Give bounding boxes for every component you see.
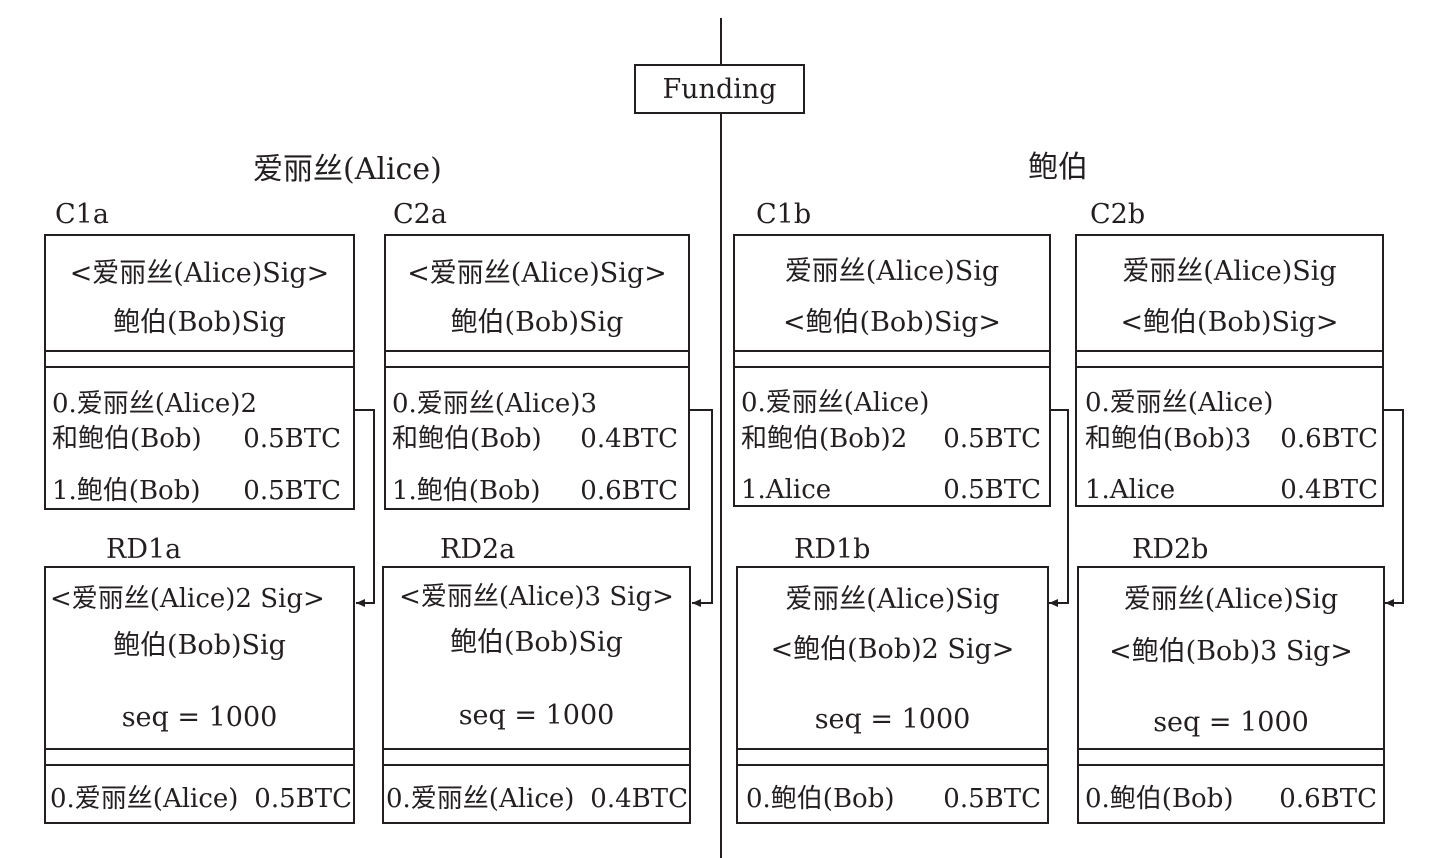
c2b-box: 爱丽丝(Alice)Sig <鲍伯(Bob)Sig> 0.爱丽丝(Alice) … xyxy=(1075,234,1384,507)
c2b-output1-label: 1.Alice xyxy=(1085,475,1176,505)
c2b-output0-line2: 和鲍伯(Bob)3 xyxy=(1085,424,1252,454)
c1b-sig-bob: <鲍伯(Bob)Sig> xyxy=(782,307,1002,338)
rd2a-output-amount: 0.4BTC xyxy=(590,784,688,814)
rd1b-sig-bob: <鲍伯(Bob)2 Sig> xyxy=(770,634,1015,665)
c1b-output0-line1: 0.爱丽丝(Alice) xyxy=(741,388,930,418)
c1b-output0-amount: 0.5BTC xyxy=(943,424,1041,454)
rd1b-output-amount: 0.5BTC xyxy=(943,784,1041,814)
rd2a-sig-bob: 鲍伯(Bob)Sig xyxy=(450,627,623,658)
c1b-output1-label: 1.Alice xyxy=(741,475,832,505)
c1b-sig-alice: 爱丽丝(Alice)Sig xyxy=(784,256,1000,287)
c1a-output1-amount: 0.5BTC xyxy=(243,476,341,506)
rd1a-sig-bob: 鲍伯(Bob)Sig xyxy=(113,630,286,661)
rd2b-sig-bob: <鲍伯(Bob)3 Sig> xyxy=(1109,636,1353,667)
rd1a-divider-bottom xyxy=(46,764,353,766)
rd1b-output-label: 0.鲍伯(Bob) xyxy=(746,784,895,814)
c2b-title: C2b xyxy=(1090,199,1146,230)
c1b-divider-top xyxy=(735,350,1049,352)
funding-label: Funding xyxy=(662,74,777,105)
rd1a-sig-alice: <爱丽丝(Alice)2 Sig> xyxy=(50,584,325,614)
rd2a-output-label: 0.爱丽丝(Alice) xyxy=(386,784,575,814)
c2a-divider-bottom xyxy=(386,366,688,368)
c2b-output0-line1: 0.爱丽丝(Alice) xyxy=(1085,388,1274,418)
c2a-output1-amount: 0.6BTC xyxy=(580,476,678,506)
c2a-output0-amount: 0.4BTC xyxy=(580,424,678,454)
c1b-title: C1b xyxy=(756,199,812,230)
c1a-output1-label: 1.鲍伯(Bob) xyxy=(52,476,201,506)
c1a-sig-alice: <爱丽丝(Alice)Sig> xyxy=(69,258,330,289)
c2a-output0-line2: 和鲍伯(Bob) xyxy=(392,424,542,454)
rd1a-output-amount: 0.5BTC xyxy=(254,784,352,814)
c1b-output0-line2: 和鲍伯(Bob)2 xyxy=(741,424,908,454)
rd2b-output-amount: 0.6BTC xyxy=(1279,784,1377,814)
rd1a-title: RD1a xyxy=(106,534,182,565)
rd1a-box: <爱丽丝(Alice)2 Sig> 鲍伯(Bob)Sig seq = 1000 … xyxy=(44,566,355,824)
c2a-sig-alice: <爱丽丝(Alice)Sig> xyxy=(407,258,667,289)
rd1b-divider-top xyxy=(738,748,1047,750)
c2a-divider-top xyxy=(386,350,688,352)
c1a-output0-line1: 0.爱丽丝(Alice)2 xyxy=(52,389,257,419)
rd2b-output-label: 0.鲍伯(Bob) xyxy=(1085,784,1234,814)
rd2a-seq: seq = 1000 xyxy=(458,700,615,731)
bob-header: 鲍伯 xyxy=(1028,150,1088,185)
funding-box: Funding xyxy=(634,64,805,114)
alice-header: 爱丽丝(Alice) xyxy=(253,152,442,187)
rd1b-sig-alice: 爱丽丝(Alice)Sig xyxy=(785,584,1000,615)
c2a-output0-line1: 0.爱丽丝(Alice)3 xyxy=(392,389,597,419)
c1a-output0-amount: 0.5BTC xyxy=(243,424,341,454)
rd1a-seq: seq = 1000 xyxy=(121,702,278,733)
rd2b-box: 爱丽丝(Alice)Sig <鲍伯(Bob)3 Sig> seq = 1000 … xyxy=(1077,566,1385,824)
c2b-divider-top xyxy=(1077,350,1382,352)
rd2a-sig-alice: <爱丽丝(Alice)3 Sig> xyxy=(399,582,674,612)
c1a-sig-bob: 鲍伯(Bob)Sig xyxy=(113,307,286,338)
rd2b-sig-alice: 爱丽丝(Alice)Sig xyxy=(1123,584,1339,615)
rd1b-title: RD1b xyxy=(794,534,871,565)
c1a-to-rd1a-arrow xyxy=(354,409,375,607)
c2b-sig-bob: <鲍伯(Bob)Sig> xyxy=(1120,307,1339,338)
c2a-output1-label: 1.鲍伯(Bob) xyxy=(392,476,541,506)
c1b-divider-bottom xyxy=(735,366,1049,368)
c2a-to-rd2a-arrow xyxy=(689,409,713,607)
c2a-sig-bob: 鲍伯(Bob)Sig xyxy=(450,307,624,338)
c2b-divider-bottom xyxy=(1077,366,1382,368)
c2b-output0-amount: 0.6BTC xyxy=(1280,424,1378,454)
c1a-title: C1a xyxy=(55,199,109,230)
c1b-to-rd1b-arrow xyxy=(1049,409,1069,607)
rd1b-box: 爱丽丝(Alice)Sig <鲍伯(Bob)2 Sig> seq = 1000 … xyxy=(736,566,1049,824)
rd1b-seq: seq = 1000 xyxy=(814,704,971,735)
c1b-box: 爱丽丝(Alice)Sig <鲍伯(Bob)Sig> 0.爱丽丝(Alice) … xyxy=(733,234,1051,507)
rd2a-divider-bottom xyxy=(384,764,689,766)
rd2b-divider-bottom xyxy=(1079,764,1383,766)
c2a-box: <爱丽丝(Alice)Sig> 鲍伯(Bob)Sig 0.爱丽丝(Alice)3… xyxy=(384,234,690,510)
c2a-title: C2a xyxy=(393,199,447,230)
c2b-sig-alice: 爱丽丝(Alice)Sig xyxy=(1122,256,1337,287)
rd1b-divider-bottom xyxy=(738,764,1047,766)
rd1a-output-label: 0.爱丽丝(Alice) xyxy=(50,784,239,814)
c1a-divider-top xyxy=(46,350,353,352)
rd1a-divider-top xyxy=(46,748,353,750)
c1a-output0-line2: 和鲍伯(Bob) xyxy=(52,424,202,454)
rd2a-divider-top xyxy=(384,748,689,750)
rd2b-title: RD2b xyxy=(1132,534,1209,565)
c2b-to-rd2b-arrow xyxy=(1383,409,1404,607)
c1b-output1-amount: 0.5BTC xyxy=(943,475,1041,505)
rd2a-title: RD2a xyxy=(440,534,516,565)
c1a-divider-bottom xyxy=(46,366,353,368)
rd2b-seq: seq = 1000 xyxy=(1153,707,1309,738)
rd2b-divider-top xyxy=(1079,748,1383,750)
c1a-box: <爱丽丝(Alice)Sig> 鲍伯(Bob)Sig 0.爱丽丝(Alice)2… xyxy=(44,234,355,510)
c2b-output1-amount: 0.4BTC xyxy=(1280,475,1378,505)
rd2a-box: <爱丽丝(Alice)3 Sig> 鲍伯(Bob)Sig seq = 1000 … xyxy=(382,566,691,824)
